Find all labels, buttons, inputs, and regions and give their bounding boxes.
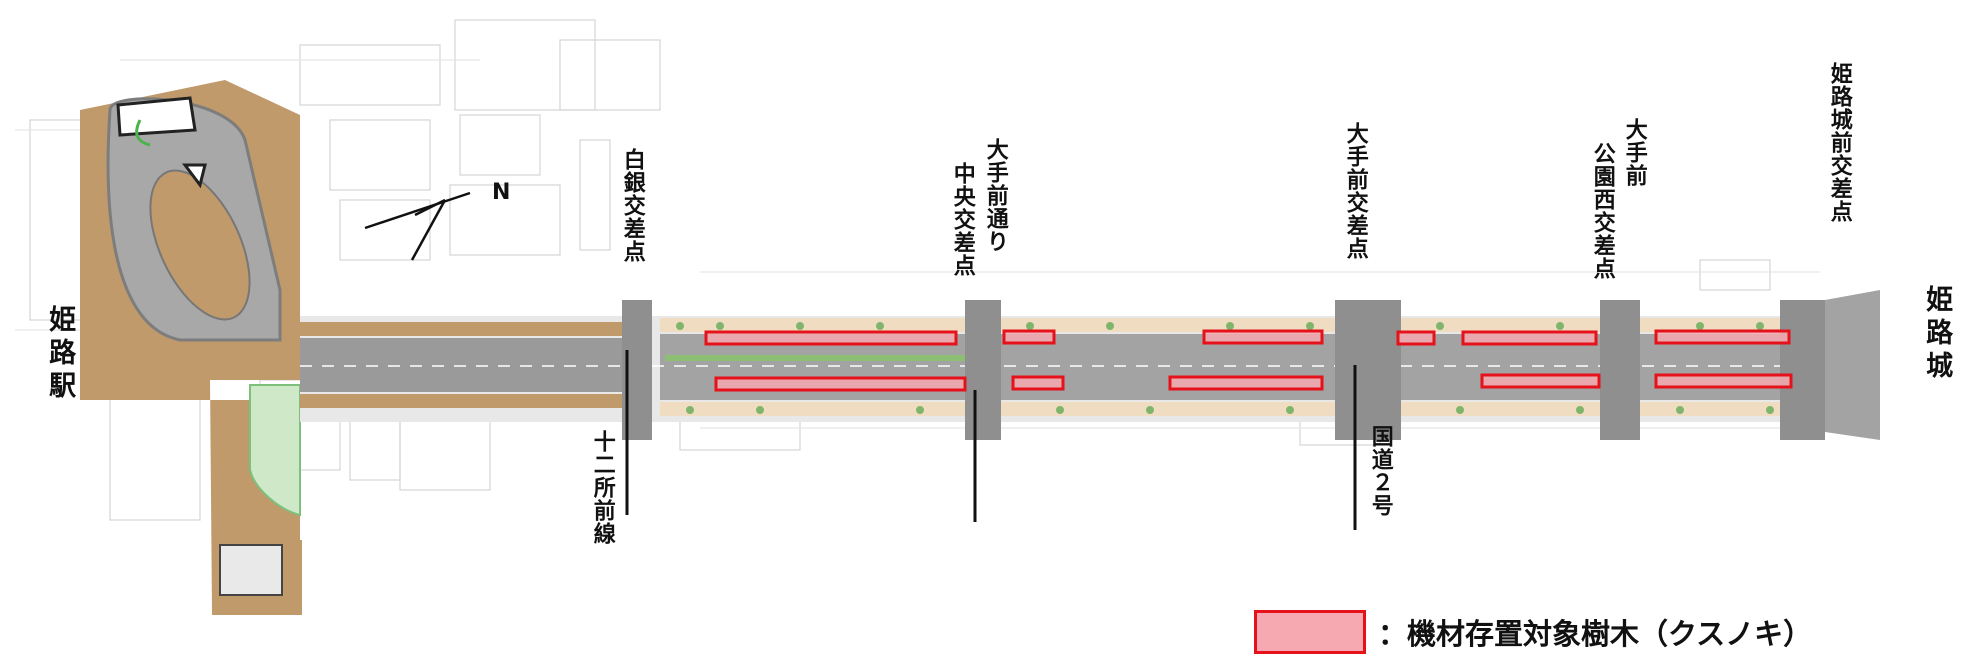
lower-green-area [249, 384, 301, 517]
north-label: N [492, 180, 511, 205]
tree-area [714, 376, 967, 392]
rotary-white-island [116, 96, 197, 137]
himeji-castle-label: 姫路城 [1921, 285, 1953, 384]
north-arrow [364, 191, 471, 261]
target-tree-areas [704, 329, 1793, 392]
intersections [622, 300, 1825, 440]
intersection-label-himejijo-mae: 姫路城前交差点 [1826, 62, 1852, 223]
intersection-label-otemae-park-1: 大手前 [1621, 118, 1647, 187]
legend-swatch [1254, 610, 1366, 654]
tree-area [1168, 375, 1324, 391]
intersection-label-chuo: 中央交差点 [949, 162, 975, 277]
road-label-route2: 国道２号 [1367, 425, 1393, 517]
rotary-green [135, 119, 151, 147]
legend-label: ：機材存置対象樹木（クスノキ） [1378, 617, 1813, 651]
tree-area [1202, 329, 1324, 345]
tree-area [1396, 330, 1436, 346]
intersection-label-otemae-park-2: 公園西交差点 [1589, 142, 1615, 280]
intersection-label-otemae: 大手前交差点 [1342, 122, 1368, 260]
rotary-triangle [182, 163, 207, 189]
tree-area [1002, 329, 1056, 345]
street-trees [676, 322, 1774, 414]
intersection-label-otemae-dori: 大手前通り [982, 138, 1008, 253]
road-label-juunisho-mae: 十二所前線 [589, 430, 615, 545]
main-street [300, 290, 1880, 440]
tree-area [1011, 375, 1065, 391]
rotary-island [149, 169, 251, 321]
lower-block [219, 544, 283, 596]
tree-area [1654, 373, 1793, 389]
leader-lines [625, 350, 1357, 530]
tree-area [704, 330, 958, 346]
tree-area [1461, 330, 1598, 346]
tree-area [1480, 373, 1601, 389]
legend: ：機材存置対象樹木（クスノキ） [1254, 608, 1812, 656]
tree-area [1654, 329, 1791, 345]
intersection-label-shirogane: 白銀交差点 [619, 148, 645, 263]
himeji-station-label: 姫路駅 [44, 305, 76, 404]
